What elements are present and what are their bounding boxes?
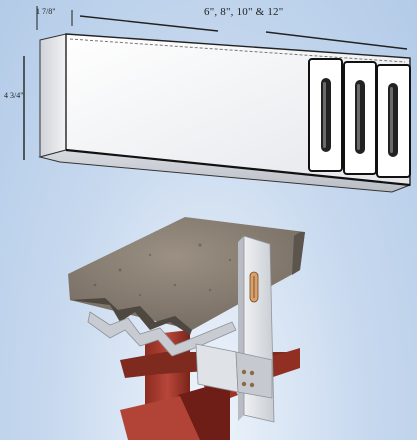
slot-3 (376, 64, 411, 178)
shear-tab (195, 343, 273, 399)
slot-1 (308, 58, 343, 172)
dim-label-width-options: 6", 8", 10" & 12" (204, 6, 284, 18)
slot-2 (343, 61, 377, 175)
plate-bottom-edge (65, 148, 411, 187)
dim-line-width-left (79, 15, 219, 32)
dim-label-top-flange: 1 7/8" (36, 7, 56, 16)
concrete-texture (93, 243, 272, 297)
slot-group (308, 58, 411, 178)
slab-side (292, 232, 305, 275)
pour-stop-plate (23, 6, 411, 193)
assembly-illustration (68, 217, 305, 440)
plate-bottom-flange (38, 149, 411, 193)
dim-label-height: 4 3/4" (4, 91, 24, 100)
plate-fold-line (69, 38, 406, 63)
bolt-group (241, 369, 255, 388)
dim-line-width-right (265, 31, 408, 50)
plate-side-edge (39, 33, 67, 158)
